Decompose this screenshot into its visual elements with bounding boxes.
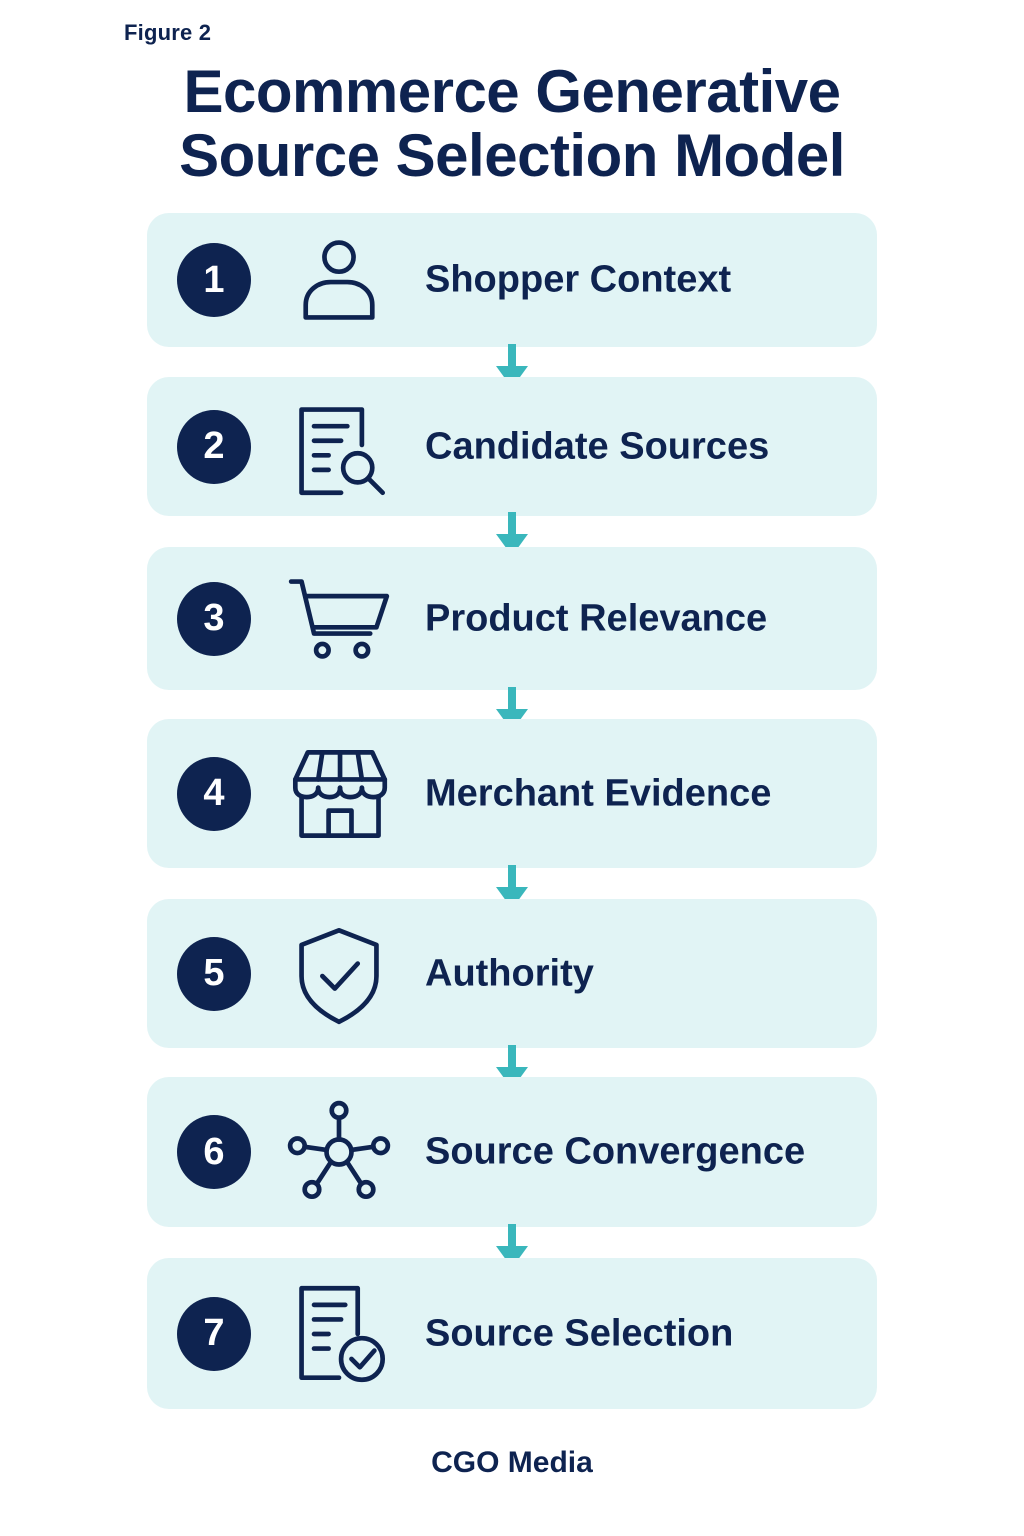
step-number-badge: 3 (177, 581, 251, 656)
user-icon (287, 228, 391, 332)
step-number-badge: 4 (177, 756, 251, 831)
shield-check-icon (287, 922, 391, 1026)
document-check-icon (287, 1282, 391, 1386)
step-card-5: 5 Authority (147, 899, 877, 1048)
step-number-badge: 7 (177, 1296, 251, 1371)
down-arrow-icon (494, 512, 530, 558)
step-number-badge: 1 (177, 243, 251, 317)
down-arrow-icon (494, 1224, 530, 1270)
shopping-cart-icon (287, 567, 391, 671)
footer-credit: CGO Media (431, 1446, 593, 1479)
step-card-2: 2 Candidate Sources (147, 377, 877, 516)
step-label: Candidate Sources (425, 425, 770, 467)
title-line-2: Source Selection Model (179, 122, 845, 189)
step-card-6: 6 Source Convergence (147, 1077, 877, 1227)
step-label: Product Relevance (425, 597, 768, 639)
figure-label: Figure 2 (124, 20, 212, 45)
document-search-icon (287, 395, 391, 499)
step-card-4: 4 Merchant Evidence (147, 719, 877, 868)
step-label: Authority (425, 952, 594, 994)
step-card-7: 7 Source Selection (147, 1258, 877, 1409)
storefront-icon (287, 742, 391, 846)
down-arrow-icon (494, 865, 530, 911)
step-label: Source Selection (425, 1312, 734, 1354)
step-number-badge: 2 (177, 409, 251, 484)
title-line-1: Ecommerce Generative (183, 58, 841, 125)
network-hub-icon (287, 1100, 391, 1204)
step-number-badge: 6 (177, 1115, 251, 1189)
step-label: Merchant Evidence (425, 772, 772, 814)
step-card-1: 1 Shopper Context (147, 213, 877, 347)
diagram-title: Ecommerce Generative Source Selection Mo… (0, 60, 1024, 188)
step-number-badge: 5 (177, 936, 251, 1011)
step-label: Source Convergence (425, 1130, 806, 1173)
step-card-3: 3 Product Relevance (147, 547, 877, 690)
step-label: Shopper Context (425, 258, 732, 301)
